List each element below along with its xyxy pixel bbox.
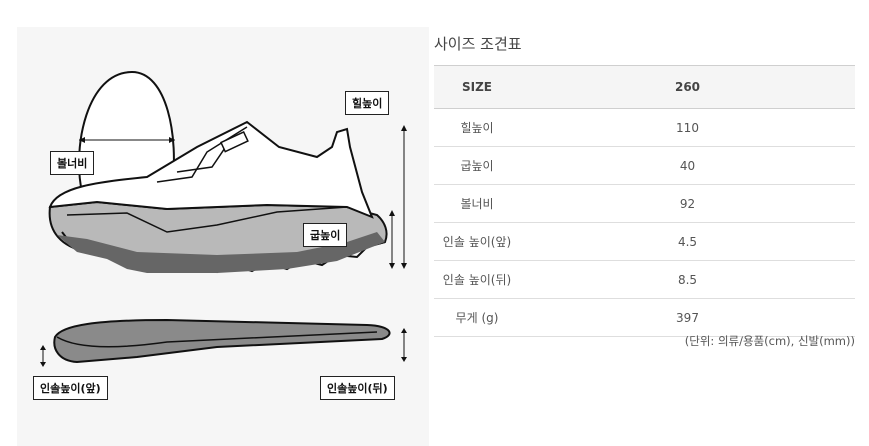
unit-note: (단위: 의류/용품(cm), 신발(mm)): [684, 334, 855, 348]
size-table: SIZE 260 힐높이 110 굽높이 40 볼너비 92 인솔 높이(앞) …: [434, 65, 855, 337]
table-header-row: SIZE 260: [434, 65, 855, 109]
table-row: 볼너비 92: [434, 184, 855, 223]
shoe-upper: [48, 120, 374, 219]
shoe-illustration: [40, 70, 407, 367]
heel-height-label: 힐높이: [345, 91, 390, 115]
row-label: 굽높이: [434, 146, 520, 185]
row-label: 인솔 높이(뒤): [434, 260, 520, 299]
header-size-value: 260: [520, 65, 855, 109]
table-row: 인솔 높이(뒤) 8.5: [434, 260, 855, 299]
row-label: 인솔 높이(앞): [434, 222, 520, 261]
table-row: 인솔 높이(앞) 4.5: [434, 222, 855, 261]
row-value: 40: [520, 146, 855, 185]
table-row: 힐높이 110: [434, 108, 855, 147]
row-value: 92: [520, 184, 855, 223]
table-row: 굽높이 40: [434, 146, 855, 185]
table-row: 무게 (g) 397: [434, 298, 855, 337]
header-size-label: SIZE: [434, 65, 520, 109]
row-value: 8.5: [520, 260, 855, 299]
size-chart-title: 사이즈 조견표: [434, 35, 522, 53]
ball-width-label: 볼너비: [50, 151, 95, 175]
row-value: 110: [520, 108, 855, 147]
sole-height-label: 굽높이: [303, 223, 348, 247]
row-label: 볼너비: [434, 184, 520, 223]
insole: [53, 318, 391, 364]
row-value: 397: [520, 298, 855, 337]
row-label: 힐높이: [434, 108, 520, 147]
insole-back-label: 인솔높이(뒤): [320, 376, 395, 400]
shoe-diagram: 힐높이 볼너비 굽높이 인솔높이(앞) 인솔높이(뒤): [17, 27, 429, 446]
row-label: 무게 (g): [434, 298, 520, 337]
insole-front-label: 인솔높이(앞): [33, 376, 108, 400]
ball-width-oval: [78, 70, 175, 194]
row-value: 4.5: [520, 222, 855, 261]
